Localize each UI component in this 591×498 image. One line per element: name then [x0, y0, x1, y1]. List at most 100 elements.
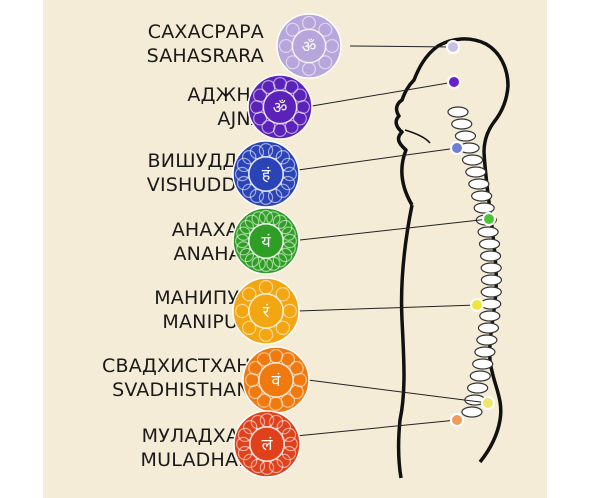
vertebra: [476, 334, 498, 346]
connector-lines: [295, 45, 490, 437]
mandala-petal: [241, 183, 257, 199]
mandala-petal: [242, 419, 258, 435]
connector-ajna: [311, 81, 455, 107]
connector-svadhisthana: [307, 379, 489, 404]
vertebra: [474, 346, 496, 358]
chest-outline: [396, 204, 414, 479]
mandala-petal: [284, 80, 299, 95]
mandala-symbol: यं: [261, 232, 271, 251]
mandala-petal: [285, 55, 300, 70]
dot-sahasrara: [446, 40, 460, 54]
mandala-petal: [241, 286, 257, 302]
mandala-svadhisthana: वं: [242, 346, 310, 414]
mandala-disc: [232, 140, 300, 208]
mandala-petal: [241, 320, 257, 336]
mandala-petal: [275, 320, 291, 336]
mandala-petal: [276, 419, 292, 435]
mandala-petal: [239, 247, 254, 263]
mandala-symbol: रं: [263, 302, 270, 321]
mandala-sahasrara: ॐ: [276, 13, 342, 79]
mandala-vishuddha: हं: [232, 140, 300, 208]
neck-line: [404, 129, 431, 144]
mandala-anahata: यं: [232, 207, 300, 275]
vertebra: [447, 106, 469, 118]
vertebra: [480, 286, 502, 298]
connector-anahata: [299, 218, 490, 241]
dot-ajna: [447, 75, 461, 89]
mandala-ring: [291, 28, 327, 64]
connector-manipura: [297, 304, 478, 312]
mandala-symbol: ॐ: [302, 37, 317, 56]
mandala-petal: [241, 149, 257, 165]
mandala-petal: [292, 111, 307, 126]
mandala-petal: [292, 88, 307, 103]
mandala-symbol: वं: [272, 371, 282, 390]
connector-muladhara: [295, 419, 458, 437]
label-latin: SVADHISTHANA: [112, 379, 264, 401]
label-muladhara: МУЛАДХАРА MULADHARA: [141, 424, 264, 472]
mandala-petal: [285, 22, 300, 37]
body-outline: [394, 37, 510, 206]
mandala-ring: [262, 89, 298, 125]
mandala-ajna: ॐ: [247, 74, 313, 140]
mandala-petal: [275, 183, 291, 199]
mandala-petal: [289, 360, 304, 376]
mandala-petal: [278, 247, 293, 263]
label-latin: MULADHARA: [140, 449, 264, 471]
mandala-petal: [318, 22, 333, 37]
mandala-muladhara: लं: [233, 410, 301, 478]
vertebra: [479, 250, 502, 262]
label-cyrillic: САХАСРАРА: [147, 21, 264, 43]
vertebra: [479, 310, 501, 322]
vertebra: [471, 190, 493, 202]
mandala-petal: [278, 219, 293, 235]
mandala-disc: [232, 277, 300, 345]
mandala-ring: [258, 362, 294, 398]
mandala-petal: [272, 253, 288, 268]
dot-svadhisthana: [481, 396, 495, 410]
mandala-symbol: लं: [262, 435, 274, 454]
vertebra: [451, 118, 473, 130]
label-cyrillic: АДЖНА: [187, 84, 264, 106]
chakra-dots: [446, 40, 496, 427]
dot-anahata: [482, 212, 496, 226]
vertebra: [465, 166, 487, 178]
vertebra: [468, 178, 490, 190]
vertebra: [477, 322, 500, 334]
vertebra: [480, 274, 503, 286]
mandala-disc: [233, 410, 301, 478]
vertebra: [454, 130, 477, 142]
mandala-ring: [249, 426, 285, 462]
mandala-petal: [275, 149, 291, 165]
dot-vishuddha: [450, 141, 464, 155]
mandala-petal: [261, 119, 276, 134]
vertebra: [473, 202, 495, 214]
mandala-petal: [272, 214, 288, 229]
mandala-petal: [244, 253, 260, 268]
label-latin: SAHASRARA: [146, 45, 264, 67]
mandala-ring: [248, 156, 284, 192]
mandala-petal: [244, 214, 260, 229]
mandala-symbol: ॐ: [273, 98, 288, 117]
vertebra: [478, 238, 501, 250]
spine: [447, 106, 503, 418]
vertebra: [477, 226, 499, 238]
dot-muladhara: [450, 413, 464, 427]
mandala-manipura: रं: [232, 277, 300, 345]
connector-vishuddha: [297, 147, 458, 171]
mandala-ring: [248, 223, 284, 259]
label-cyrillic: МУЛАДХАРА: [141, 425, 264, 447]
label-sahasrara: САХАСРАРА SAHASRARA: [147, 20, 264, 68]
mandala-petal: [289, 384, 304, 400]
mandala-petal: [276, 453, 292, 469]
mandala-petal: [280, 352, 296, 367]
vertebra: [461, 406, 483, 418]
vertebra: [472, 358, 494, 370]
mandala-petal: [242, 453, 258, 469]
mandala-petal: [256, 393, 272, 408]
mandala-ring: [248, 293, 284, 329]
connector-sahasrara: [349, 45, 454, 48]
mandala-petal: [318, 55, 333, 70]
mandala-petal: [275, 286, 291, 302]
